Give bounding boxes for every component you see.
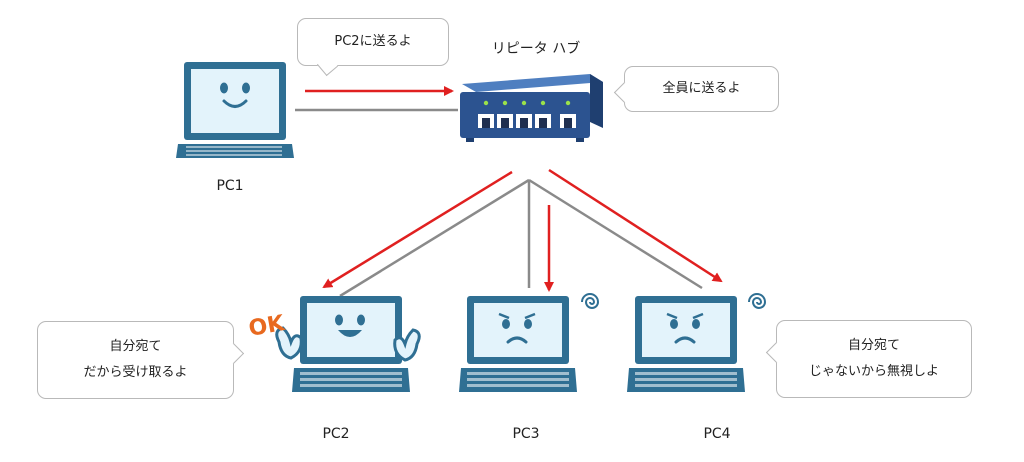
bubble-hub-line-1: 全員に送るよ [662, 81, 741, 96]
hub-leds [483, 100, 571, 106]
laptop-pc3-icon [459, 296, 577, 392]
bubble-pc4-line-1: 自分宛て [847, 338, 900, 353]
bubble-pc4-line-2: じゃないから無視しよ [808, 364, 939, 379]
speech-bubble-pc1: PC2に送るよ [297, 18, 449, 77]
pc2-label: PC2 [322, 426, 350, 442]
pc1-label: PC1 [216, 178, 244, 194]
repeater-hub-icon [460, 74, 603, 142]
arrow-hub-to-pc2 [322, 170, 513, 289]
face-confused-icon [498, 312, 536, 344]
pc4-label: PC4 [703, 426, 731, 442]
bubble-pc2-line-2: だから受け取るよ [83, 365, 188, 380]
cable-hub-pc2 [339, 178, 530, 298]
laptop-pc1-icon [176, 62, 294, 158]
bubble-pc1-line-1: PC2に送るよ [334, 34, 412, 49]
speech-bubble-pc2: 自分宛て だから受け取るよ [37, 321, 245, 399]
face-happy-icon [335, 314, 365, 337]
face-confused-icon [666, 312, 704, 344]
cable-hub-pc4 [528, 178, 703, 290]
laptop-pc2-icon [292, 296, 410, 392]
bubble-pc2-line-1: 自分宛て [109, 339, 162, 354]
pc3-label: PC3 [512, 426, 540, 442]
swirl-icon [748, 293, 767, 309]
raised-hands-icon [275, 326, 421, 362]
speech-bubble-hub: 全員に送るよ [613, 66, 779, 112]
laptop-pc4-icon [627, 296, 745, 392]
speech-bubble-pc4: 自分宛て じゃないから無視しよ [765, 320, 972, 398]
swirl-icon [581, 293, 600, 309]
arrow-hub-to-pc4 [548, 168, 723, 283]
hub-ports [478, 114, 576, 128]
face-smile-icon [220, 82, 250, 108]
hub-label: リピータ ハブ [491, 41, 581, 57]
